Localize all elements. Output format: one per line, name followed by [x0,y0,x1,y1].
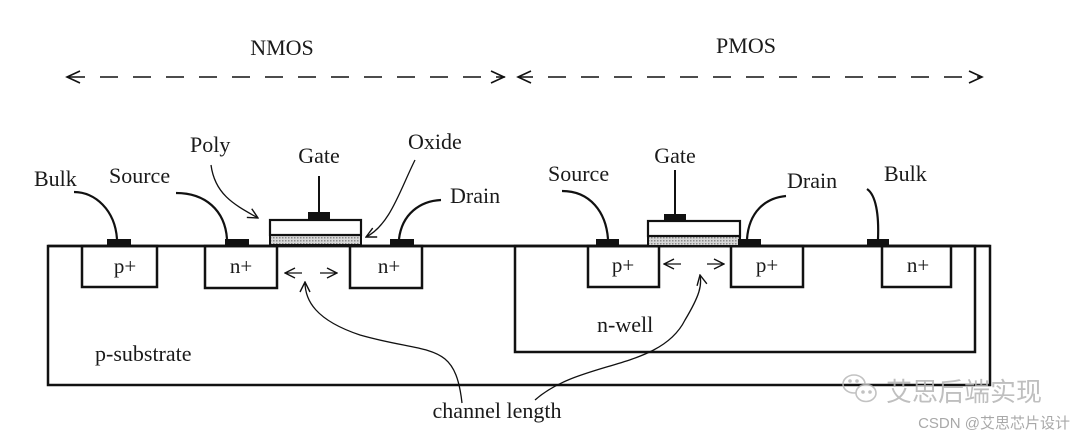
pmos-source-label: Source [548,161,609,186]
nmos-drain-lead [397,198,442,240]
nmos-drain-n-plus [348,244,424,290]
pmos-region-label: PMOS [716,33,776,58]
nmos-bulk-contact [107,239,131,246]
oxide-pointer-arrow [366,159,416,237]
nmos-gate-contact [308,212,330,220]
pmos-drain-diffusion-label: p+ [756,253,778,277]
nmos-drain-label: Drain [450,183,500,208]
pmos-bulk-lead [866,188,880,240]
nmos-poly-gate [268,218,363,237]
pmos-source-lead [561,189,610,240]
pmos-source-contact [596,239,619,246]
pmos-bulk-contact [867,239,889,246]
pmos-channel-length-pointer [534,275,701,401]
channel-length-label: channel length [433,398,562,423]
nmos-gate-label: Gate [298,143,340,168]
pmos-bulk-n-plus [880,244,953,289]
nmos-source-lead [175,191,229,240]
nmos-poly-label: Poly [190,132,230,157]
pmos-bulk-diffusion-label: n+ [907,253,929,277]
pmos-drain-lead [745,194,787,240]
nmos-source-diffusion-label: n+ [230,254,252,278]
n-well-label: n-well [597,312,653,337]
nmos-channel-length-pointer [305,282,463,404]
watermark: 艾思后端实现 CSDN @艾思芯片设计 [842,374,1070,432]
wechat-icon [842,374,877,403]
pmos-drain-label: Drain [787,168,837,193]
nmos-source-label: Source [109,163,170,188]
nmos-drain-contact [390,239,414,246]
pmos-poly-gate [646,219,742,238]
watermark-title: 艾思后端实现 [886,378,1042,408]
nmos-bulk-lead [73,190,119,240]
p-substrate-label: p-substrate [95,341,192,366]
pmos-drain-p-plus [729,244,805,289]
nmos-bulk-label: Bulk [34,166,77,191]
pmos-gate-contact [664,214,686,221]
nmos-region-label: NMOS [250,35,314,60]
pmos-source-diffusion-label: p+ [612,253,634,277]
nmos-oxide-label: Oxide [408,129,462,154]
pmos-drain-contact [738,239,761,246]
watermark-credit: CSDN @艾思芯片设计 [918,415,1070,432]
nmos-source-contact [225,239,249,246]
pmos-gate-label: Gate [654,143,696,168]
pmos-source-p-plus [586,244,661,289]
nmos-span-arrow [65,70,506,84]
nmos-drain-diffusion-label: n+ [378,254,400,278]
pmos-span-arrow [516,70,984,84]
nmos-bulk-diffusion-label: p+ [114,254,136,278]
nmos-gate-oxide [269,234,362,246]
pmos-gate-oxide [647,235,741,247]
pmos-bulk-label: Bulk [884,161,927,186]
poly-pointer-arrow [210,164,258,218]
